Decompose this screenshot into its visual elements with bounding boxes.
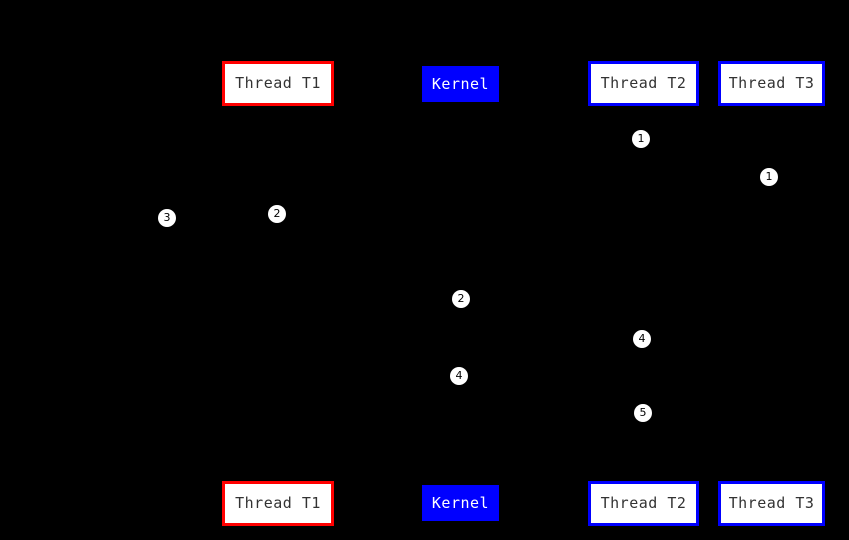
participant-label: Kernel	[431, 74, 490, 93]
message-arrow-2	[460, 177, 771, 178]
message-arrow-5	[460, 339, 643, 340]
activation-bar-kernel	[456, 150, 464, 410]
step-marker: 1	[760, 168, 778, 186]
message-arrow-3	[167, 218, 278, 219]
participant-kernel-header[interactable]: Kernel	[422, 66, 499, 102]
participant-label: Thread T3	[728, 494, 815, 512]
participant-label: Thread T1	[235, 74, 321, 92]
participant-thread-t2-header[interactable]: Thread T2	[588, 61, 699, 106]
message-arrow-6	[278, 376, 460, 377]
participant-thread-t1-header[interactable]: Thread T1	[222, 61, 334, 106]
participant-label: Kernel	[431, 493, 490, 512]
participant-label: Thread T3	[728, 74, 815, 92]
activation-bar-thread-t3	[767, 165, 775, 365]
message-arrow-7	[460, 413, 643, 414]
step-marker: 2	[452, 290, 470, 308]
activation-bar-thread-t1	[274, 180, 282, 420]
step-marker: 1	[632, 130, 650, 148]
participant-thread-t3-header[interactable]: Thread T3	[718, 61, 825, 106]
step-marker: 4	[633, 330, 651, 348]
message-arrow-4	[278, 299, 460, 300]
participant-label: Thread T1	[235, 494, 321, 512]
step-marker: 4	[450, 367, 468, 385]
participant-thread-t2-footer[interactable]: Thread T2	[588, 481, 699, 526]
participant-thread-t3-footer[interactable]: Thread T3	[718, 481, 825, 526]
message-arrow-1	[460, 139, 643, 140]
activation-bar-thread-t2	[639, 130, 647, 430]
participant-thread-t1-footer[interactable]: Thread T1	[222, 481, 334, 526]
participant-kernel-footer[interactable]: Kernel	[422, 485, 499, 521]
step-marker: 5	[634, 404, 652, 422]
step-marker: 3	[158, 209, 176, 227]
participant-label: Thread T2	[600, 74, 687, 92]
participant-label: Thread T2	[600, 494, 687, 512]
step-marker: 2	[268, 205, 286, 223]
